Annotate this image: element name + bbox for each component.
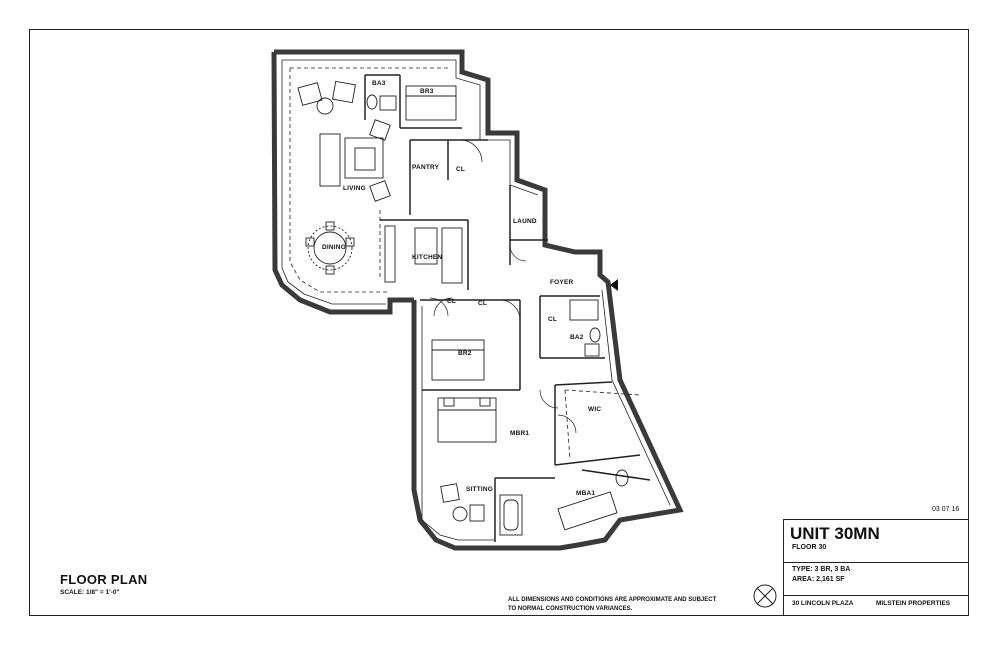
room-label-cl-pantry: CL [456, 166, 466, 173]
title-block-divider-1 [784, 562, 969, 563]
room-label-pantry: PANTRY [412, 164, 440, 171]
room-label-mba1: MBA1 [576, 490, 596, 497]
exterior-walls [271, 49, 684, 551]
north-arrow-icon [753, 584, 777, 608]
disclaimer: ALL DIMENSIONS AND CONDITIONS ARE APPROX… [508, 596, 748, 614]
door-swings [429, 139, 577, 434]
room-label-ba3: BA3 [372, 80, 386, 87]
room-label-cl-hall-2: CL [478, 300, 488, 307]
kitchen-counters [384, 225, 463, 284]
dashed-lines [289, 67, 641, 461]
room-label-ba2: BA2 [570, 334, 584, 341]
disclaimer-line-1: ALL DIMENSIONS AND CONDITIONS ARE APPROX… [508, 597, 717, 603]
room-label-br3: BR3 [420, 88, 434, 95]
mba1-fixtures [499, 469, 629, 536]
sitting-furniture [440, 483, 485, 522]
room-label-wic: WIC [588, 406, 602, 413]
ba2-fixtures [569, 299, 601, 357]
disclaimer-line-2: TO NORMAL CONSTRUCTION VARIANCES. [508, 606, 633, 612]
br2-bed [431, 339, 485, 381]
unit-area: AREA: 2,161 SF [792, 576, 845, 583]
unit-name: UNIT 30MN [790, 524, 880, 543]
living-furniture [297, 80, 391, 202]
room-label-foyer: FOYER [550, 279, 574, 286]
interior-outline [281, 59, 671, 541]
building-address: 30 LINCOLN PLAZA [792, 600, 854, 607]
room-label-sitting: SITTING [466, 486, 494, 493]
partitions [364, 74, 651, 542]
room-label-laund: LAUND [513, 218, 537, 225]
ba3-fixtures [366, 94, 397, 111]
scale-note: SCALE: 1/8" = 1'-0" [60, 589, 120, 596]
entry-arrow-icon [610, 279, 618, 291]
floor-label: FLOOR 30 [792, 544, 827, 551]
drawing-border [29, 29, 969, 616]
room-label-mbr1: MBR1 [510, 430, 530, 437]
owner-name: MILSTEIN PROPERTIES [876, 600, 951, 607]
room-label-kitchen: KITCHEN [412, 254, 443, 261]
title-block: UNIT 30MN FLOOR 30 TYPE: 3 BR, 3 BA AREA… [783, 519, 969, 616]
drawing-date: 03 07 16 [932, 506, 960, 513]
title-block-divider-2 [784, 595, 969, 596]
room-label-living: LIVING [343, 185, 366, 192]
room-label-cl-ba2: CL [548, 316, 558, 323]
room-label-dining: DINING [322, 244, 346, 251]
room-label-cl-hall: CL [447, 298, 457, 305]
page-title: FLOOR PLAN [60, 572, 148, 587]
br3-bed [405, 85, 457, 121]
dining-furniture [305, 221, 355, 275]
room-label-br2: BR2 [458, 350, 472, 357]
unit-type: TYPE: 3 BR, 3 BA [792, 566, 851, 573]
mbr1-bed [437, 397, 497, 443]
